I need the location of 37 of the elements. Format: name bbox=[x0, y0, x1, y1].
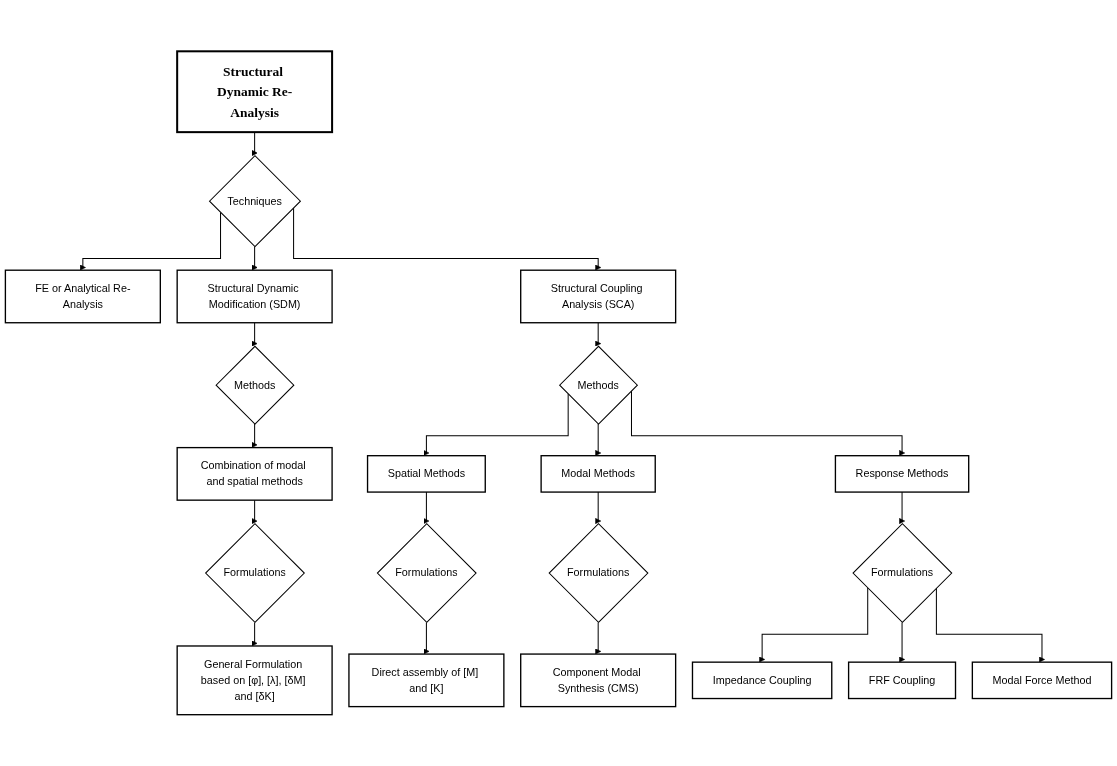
node-diamond: Techniques bbox=[208, 155, 302, 248]
node-box: General Formulation based on [φ], [λ], [δM] and [δK] bbox=[176, 645, 333, 716]
node-box: Modal Force Method bbox=[971, 661, 1113, 700]
node-box: Direct assembly of [M] and [K] bbox=[348, 653, 505, 708]
node-box: Spatial Methods bbox=[366, 455, 486, 493]
node-box: Structural Dynamic Re-Analysis bbox=[176, 50, 334, 134]
node-box: FRF Coupling bbox=[847, 661, 957, 700]
arrow bbox=[423, 621, 430, 655]
node-box: Structural Dynamic Modification (SDM) bbox=[176, 269, 333, 324]
arrow bbox=[423, 393, 569, 456]
arrow bbox=[251, 621, 258, 647]
node-box: FE or Analytical Re-Analysis bbox=[4, 269, 161, 324]
arrow bbox=[595, 621, 602, 655]
node-diamond: Formulations bbox=[376, 523, 477, 624]
arrow bbox=[251, 499, 258, 524]
arrow bbox=[251, 423, 258, 448]
node-box: Combination of modal and spatial methods bbox=[176, 446, 333, 501]
node-diamond: Methods bbox=[558, 345, 639, 425]
arrow bbox=[79, 212, 222, 271]
node-box: Modal Methods bbox=[540, 455, 656, 493]
node-box: Impedance Coupling bbox=[691, 661, 833, 700]
arrow bbox=[423, 491, 430, 524]
arrow bbox=[899, 621, 905, 663]
arrow bbox=[595, 322, 602, 347]
arrow bbox=[595, 423, 602, 456]
arrow bbox=[251, 322, 258, 347]
arrow bbox=[759, 587, 869, 663]
arrow bbox=[899, 491, 905, 524]
arrow bbox=[595, 491, 602, 524]
node-box: Response Methods bbox=[834, 455, 970, 493]
node-diamond: Formulations bbox=[548, 523, 649, 624]
arrow bbox=[251, 246, 258, 271]
node-diamond: Formulations bbox=[852, 523, 953, 624]
node-box: Component Modal Synthesis (CMS) bbox=[520, 653, 677, 708]
node-box: Structural Coupling Analysis (SCA) bbox=[520, 269, 677, 324]
node-diamond: Formulations bbox=[204, 523, 305, 624]
node-diamond: Methods bbox=[215, 345, 295, 425]
